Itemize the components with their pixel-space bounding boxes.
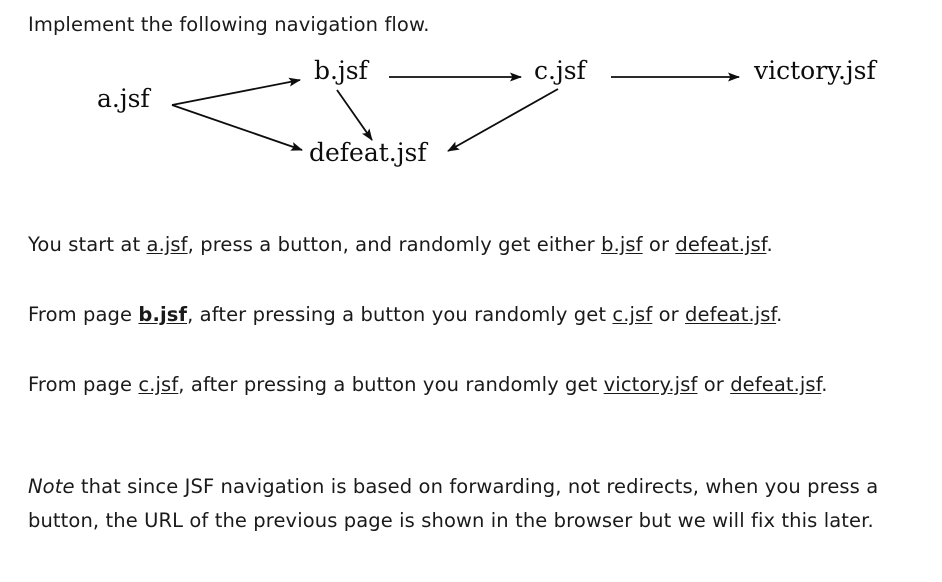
diagram-node-c-jsf: c.jsf	[534, 56, 586, 85]
p1-file-b-jsf: b.jsf	[601, 232, 643, 256]
diagram-node-a-jsf: a.jsf	[97, 84, 150, 113]
edge-a-to-defeat	[171, 104, 303, 151]
p1-text-2: , press a button, and randomly get eithe…	[187, 232, 602, 256]
p2-text-3: or	[652, 302, 686, 326]
p2-text-1: From page	[28, 302, 139, 326]
p3-text-1: From page	[28, 372, 139, 396]
diagram-node-victory-jsf: victory.jsf	[754, 56, 876, 85]
edge-b-to-defeat	[336, 89, 373, 141]
p1-file-a-jsf: a.jsf	[146, 232, 188, 256]
p3-text-2: , after pressing a button you randomly g…	[178, 372, 604, 396]
p2-file-defeat-jsf: defeat.jsf	[685, 302, 777, 326]
p1-text-1: You start at	[28, 232, 147, 256]
diagram-node-defeat-jsf: defeat.jsf	[309, 138, 427, 167]
navigation-flow-diagram: a.jsf b.jsf defeat.jsf c.jsf victory.jsf	[0, 50, 942, 180]
diagram-node-b-jsf: b.jsf	[314, 56, 368, 85]
diagram-edges	[171, 72, 740, 152]
paragraph-note: Note that since JSF navigation is based …	[28, 470, 936, 538]
p3-text-3: or	[697, 372, 731, 396]
page-title: Implement the following navigation flow.	[28, 13, 430, 36]
p2-text-2: , after pressing a button you randomly g…	[187, 302, 613, 326]
p1-file-defeat-jsf: defeat.jsf	[675, 232, 767, 256]
note-emphasis: Note	[28, 474, 75, 498]
p3-file-c-jsf: c.jsf	[138, 372, 179, 396]
p1-text-3: or	[642, 232, 676, 256]
edge-c-to-defeat	[447, 88, 559, 152]
p1-text-4: .	[766, 232, 773, 256]
p2-file-c-jsf: c.jsf	[612, 302, 653, 326]
p3-file-victory-jsf: victory.jsf	[603, 372, 698, 396]
note-body: that since JSF navigation is based on fo…	[28, 474, 879, 532]
paragraph-from-page-c: From page c.jsf, after pressing a button…	[28, 368, 918, 402]
p2-text-4: .	[776, 302, 783, 326]
p3-file-defeat-jsf: defeat.jsf	[730, 372, 822, 396]
edge-a-to-b	[171, 77, 301, 106]
p2-file-b-jsf: b.jsf	[138, 302, 188, 326]
p3-text-4: .	[821, 372, 828, 396]
paragraph-start-at-a: You start at a.jsf, press a button, and …	[28, 228, 934, 262]
paragraph-from-page-b: From page b.jsf, after pressing a button…	[28, 298, 934, 332]
